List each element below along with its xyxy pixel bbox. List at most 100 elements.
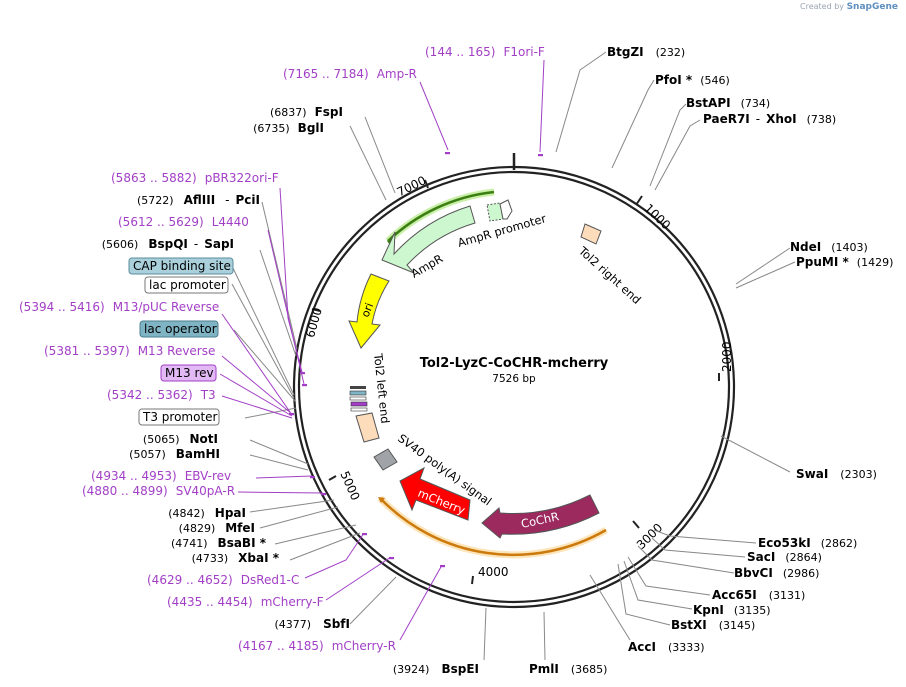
lac-promoter-label: lac promoter [149, 278, 226, 292]
primer-mark-dsred [362, 533, 367, 536]
site-bstapi[interactable]: BstAPI(734) [686, 96, 770, 110]
cap-binding-site-box[interactable] [128, 257, 234, 275]
tol2-right-end-feature[interactable] [580, 223, 602, 245]
primer-mark-sv40 [321, 493, 326, 496]
site-ndei[interactable]: NdeI(1403) [790, 240, 868, 254]
site-pfoi[interactable]: PfoI *(546) [655, 73, 730, 87]
ori-feature-arrow[interactable] [348, 273, 390, 349]
connector-bstapi [649, 103, 687, 187]
cochr-feature-arrow[interactable] [481, 494, 600, 539]
ampr-promoter-arrow[interactable] [499, 199, 513, 220]
site-btgzi[interactable]: BtgZI(232) [607, 45, 685, 59]
connector-dsred1-c [304, 532, 365, 579]
boxed-feature-labels: CAP binding site lac promoter lac operat… [128, 257, 234, 426]
connector-eco53ki [653, 529, 757, 544]
primer-pbr322ori-f[interactable]: (5863 .. 5882)pBR322ori-F [111, 171, 279, 185]
site-acci[interactable]: AccI(3333) [628, 640, 705, 654]
primer-t3[interactable]: (5342 .. 5362)T3 [107, 388, 216, 402]
primer-mark-ampr [445, 152, 450, 155]
snapgene-credit: Created by SnapGene [800, 2, 898, 12]
tick-7000: 7000 [395, 173, 429, 199]
tol2-left-end-label: Tol2 left end [371, 352, 392, 424]
tick-2000: 2000 [718, 341, 734, 381]
connector-cap [231, 265, 295, 396]
connector-pfoi [611, 79, 655, 169]
tick-5000: 5000 [328, 469, 363, 503]
ampr-feature-arrow[interactable] [381, 205, 476, 274]
tol2-left-end-feature[interactable] [355, 412, 380, 443]
site-bamhi[interactable]: (5057)BamHI [129, 447, 220, 461]
connector-kpni [623, 560, 693, 610]
site-bstxi[interactable]: BstXI(3145) [671, 618, 755, 632]
m13-rev-box[interactable] [160, 364, 217, 382]
orf-ampr-arc [387, 190, 495, 242]
primer-m13-reverse[interactable]: (5381 .. 5397)M13 Reverse [44, 344, 215, 358]
site-swai[interactable]: SwaI(2303) [796, 467, 877, 481]
site-hpai[interactable]: (4842)HpaI [168, 506, 246, 520]
primer-sv40pa-r[interactable]: (4880 .. 4899)SV40pA-R [82, 484, 235, 498]
site-bspei[interactable]: (3924)BspEI [393, 662, 479, 676]
primer-m13-puc-reverse[interactable]: (5394 .. 5416)M13/pUC Reverse [19, 300, 219, 314]
m13-rev-mark [350, 401, 368, 407]
sites-left: (6837)FspI (6735)BglI (5722)AflIII-PciI … [102, 105, 479, 676]
primer-f1ori-f[interactable]: (144 .. 165)F1ori-F [425, 45, 545, 59]
lac-operator-mark [349, 390, 367, 396]
connector-sbfi [349, 576, 397, 625]
site-xbai[interactable]: (4733)XbaI * [192, 551, 280, 565]
primer-mcherry-f[interactable]: (4435 .. 4454)mCherry-F [167, 595, 324, 609]
site-noti[interactable]: (5065)NotI [143, 432, 218, 446]
mcherry-feature-arrow[interactable] [399, 466, 471, 521]
site-connectors [231, 51, 796, 661]
site-bsabi[interactable]: (4741)BsaBI * [171, 536, 267, 550]
lac-operator-label: lac operator [144, 322, 217, 336]
tick-4000: 4000 [471, 565, 509, 585]
primer-ebv-rev[interactable]: (4934 .. 4953)EBV-rev [91, 469, 231, 483]
primer-amp-r[interactable]: (7165 .. 7184)Amp-R [283, 67, 417, 81]
connector-acci [589, 574, 631, 641]
orf-mcherry-arc [379, 497, 607, 557]
primer-mark-pbr322 [300, 372, 305, 375]
connector-ppumi [735, 261, 796, 289]
connector-bgli [349, 125, 387, 201]
connector-bspei [483, 607, 487, 661]
site-afliii-pcii[interactable]: (5722)AflIII-PciI [137, 193, 260, 207]
connector-acc65i [627, 556, 711, 596]
site-fspi[interactable]: (6837)FspI [270, 105, 343, 119]
connector-lac-operator [233, 329, 297, 403]
lac-operator-box[interactable] [139, 320, 219, 338]
site-sbfi[interactable]: (4377)SbfI [275, 617, 351, 631]
site-bgli[interactable]: (6735)BglI [253, 121, 324, 135]
site-eco53ki[interactable]: Eco53kI(2862) [758, 536, 857, 550]
site-paer7i-xhoi[interactable]: PaeR7I-XhoI(738) [703, 112, 836, 126]
connector-ebv-rev [255, 475, 313, 479]
connector-saci [651, 537, 746, 558]
primer-dsred1-c[interactable]: (4629 .. 4652)DsRed1-C [147, 573, 299, 587]
primer-l4440[interactable]: (5612 .. 5629)L4440 [118, 215, 249, 229]
connector-mfei [259, 506, 339, 529]
primer-connectors [219, 59, 545, 641]
primer-mcherry-r[interactable]: (4167 .. 4185)mCherry-R [238, 639, 396, 653]
connector-m13-reverse [221, 355, 293, 415]
primer-mark-mcherry-f [389, 557, 394, 560]
tol2-left-end-mark-1 [350, 386, 366, 389]
site-pmli[interactable]: PmlI(3685) [529, 662, 607, 676]
connector-bsabi [274, 524, 357, 545]
sv40-polya-feature[interactable] [373, 448, 398, 471]
connector-btgzi [555, 51, 607, 153]
connector-sv40pa-r [237, 491, 324, 494]
tick-label-2000: 2000 [720, 341, 734, 372]
site-acc65i[interactable]: Acc65I(3131) [712, 588, 805, 602]
connector-bamhi [249, 454, 309, 471]
lac-promoter-mark [349, 396, 367, 401]
connector-bstxi [617, 563, 671, 626]
t3-promoter-box[interactable] [138, 408, 220, 426]
site-saci[interactable]: SacI(2864) [747, 550, 822, 564]
site-mfei[interactable]: (4829)MfeI [179, 521, 255, 535]
site-kpni[interactable]: KpnI(3135) [693, 603, 770, 617]
site-bbvci[interactable]: BbvCI(2986) [734, 566, 819, 580]
lac-promoter-box[interactable] [144, 276, 229, 294]
tick-6000: 6000 [303, 306, 325, 339]
site-bspqi-sapi[interactable]: (5606)BspQI-SapI [102, 237, 234, 251]
connector-l4440 [267, 229, 305, 385]
site-ppumi[interactable]: PpuMI *(1429) [796, 255, 893, 269]
